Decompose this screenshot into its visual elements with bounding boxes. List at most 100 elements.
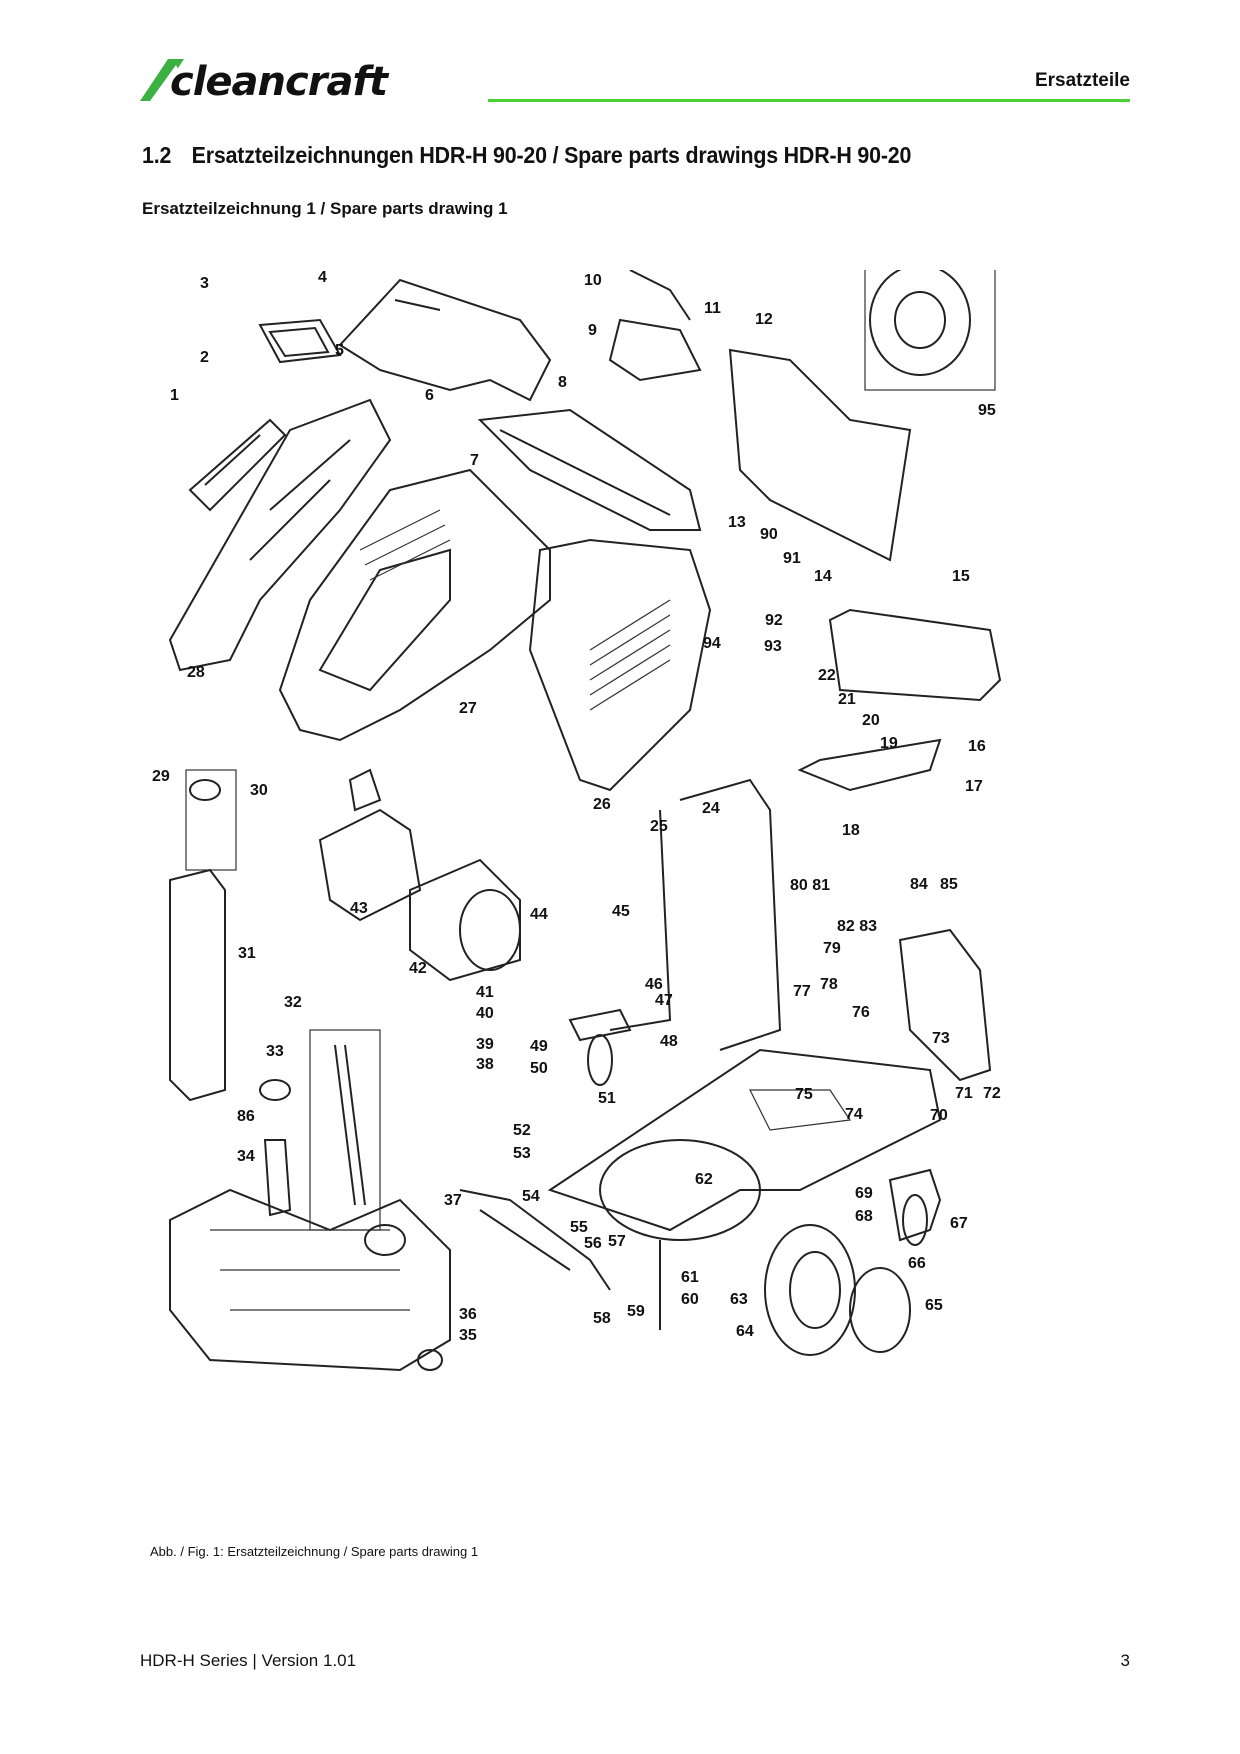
callout-67: 67 — [950, 1215, 968, 1232]
page-header: cleancraft Ersatzteile — [0, 0, 1240, 120]
callout-94: 94 — [703, 635, 721, 652]
callout-17: 17 — [965, 778, 983, 795]
callout-35: 35 — [459, 1327, 477, 1344]
section-label: Ersatzteile — [1034, 70, 1130, 91]
callout-21: 21 — [838, 691, 856, 708]
callout-25: 25 — [650, 818, 668, 835]
callout-11: 11 — [704, 300, 721, 317]
callout-84: 84 — [910, 876, 928, 893]
callout-65: 65 — [925, 1297, 943, 1314]
callout-32: 32 — [284, 994, 302, 1011]
callout-63: 63 — [730, 1291, 748, 1308]
callout-90: 90 — [760, 526, 778, 543]
callout-59: 59 — [627, 1303, 645, 1320]
callout-86: 86 — [237, 1108, 255, 1125]
callout-66: 66 — [908, 1255, 926, 1272]
callout-33: 33 — [266, 1043, 284, 1060]
callout-79: 79 — [823, 940, 841, 957]
callout-36: 36 — [459, 1306, 477, 1323]
callout-55: 55 — [570, 1219, 588, 1236]
callout-10: 10 — [584, 272, 602, 289]
header-rule — [488, 99, 1130, 102]
callout-42: 42 — [409, 960, 427, 977]
figure-caption: Abb. / Fig. 1: Ersatzteilzeichnung / Spa… — [150, 1544, 479, 1559]
callout-53: 53 — [513, 1145, 531, 1162]
callout-95: 95 — [978, 402, 996, 419]
callout-29: 29 — [152, 768, 170, 785]
callout-75: 75 — [795, 1086, 813, 1103]
callout-38: 38 — [476, 1056, 494, 1073]
callout-37: 37 — [444, 1192, 462, 1209]
callout-48: 48 — [660, 1033, 678, 1050]
callout-12: 12 — [755, 311, 773, 328]
callout-61: 61 — [681, 1269, 699, 1286]
callout-41: 41 — [476, 984, 494, 1001]
page-number: 3 — [1120, 1651, 1130, 1670]
callout-76: 76 — [852, 1004, 870, 1021]
callout-9: 9 — [588, 322, 597, 339]
callout-69: 69 — [855, 1185, 873, 1202]
callout-72: 72 — [983, 1085, 1001, 1102]
callout-46: 46 — [645, 976, 663, 993]
callout-80-81: 80 81 — [790, 877, 830, 894]
callout-71: 71 — [955, 1085, 973, 1102]
callout-6: 6 — [425, 387, 434, 404]
callout-93: 93 — [764, 638, 782, 655]
callout-56: 56 — [584, 1235, 602, 1252]
callout-28: 28 — [187, 664, 205, 681]
callout-51: 51 — [598, 1090, 616, 1107]
callout-14: 14 — [814, 568, 832, 585]
callout-24: 24 — [702, 800, 720, 817]
callout-70: 70 — [930, 1107, 948, 1124]
callout-34: 34 — [237, 1148, 255, 1165]
callout-31: 31 — [238, 945, 256, 962]
callout-30: 30 — [250, 782, 268, 799]
callout-50: 50 — [530, 1060, 548, 1077]
callout-43: 43 — [350, 900, 368, 917]
callout-3: 3 — [200, 275, 209, 292]
callout-8: 8 — [558, 374, 567, 391]
callout-27: 27 — [459, 700, 477, 717]
part-illustrations — [168, 249, 1002, 1372]
callout-58: 58 — [593, 1310, 611, 1327]
logo-wordmark: cleancraft — [170, 59, 390, 105]
callout-44: 44 — [530, 906, 548, 923]
drawing-subtitle: Ersatzteilzeichnung 1 / Spare parts draw… — [142, 199, 508, 218]
callout-5: 5 — [335, 342, 344, 359]
callout-92: 92 — [765, 612, 783, 629]
callout-91: 91 — [783, 550, 801, 567]
callout-39: 39 — [476, 1036, 494, 1053]
callout-85: 85 — [940, 876, 958, 893]
cleancraft-logo: cleancraft — [140, 55, 480, 105]
callout-20: 20 — [862, 712, 880, 729]
callout-40: 40 — [476, 1005, 494, 1022]
callout-13: 13 — [728, 514, 746, 531]
callout-16: 16 — [968, 738, 986, 755]
callout-57: 57 — [608, 1233, 626, 1250]
footer-doc: HDR-H Series | Version 1.01 — [140, 1651, 357, 1670]
callout-82-83: 82 83 — [837, 918, 877, 935]
title-text: Ersatzteilzeichnungen HDR-H 90-20 / Spar… — [191, 142, 912, 168]
callout-7: 7 — [470, 452, 479, 469]
callout-15: 15 — [952, 568, 970, 585]
callout-19: 19 — [880, 735, 898, 752]
callout-54: 54 — [522, 1188, 540, 1205]
callout-1: 1 — [170, 387, 179, 404]
callout-73: 73 — [932, 1030, 950, 1047]
callout-52: 52 — [513, 1122, 531, 1139]
callout-78: 78 — [820, 976, 838, 993]
callout-62: 62 — [695, 1171, 713, 1188]
callout-22: 22 — [818, 667, 836, 684]
callout-18: 18 — [842, 822, 860, 839]
callout-2: 2 — [200, 349, 209, 366]
logo-graphic: cleancraft — [140, 59, 391, 105]
callout-64: 64 — [736, 1323, 754, 1340]
callout-77: 77 — [793, 983, 811, 1000]
callout-49: 49 — [530, 1038, 548, 1055]
callout-60: 60 — [681, 1291, 699, 1308]
callout-26: 26 — [593, 796, 611, 813]
callout-74: 74 — [845, 1106, 863, 1123]
